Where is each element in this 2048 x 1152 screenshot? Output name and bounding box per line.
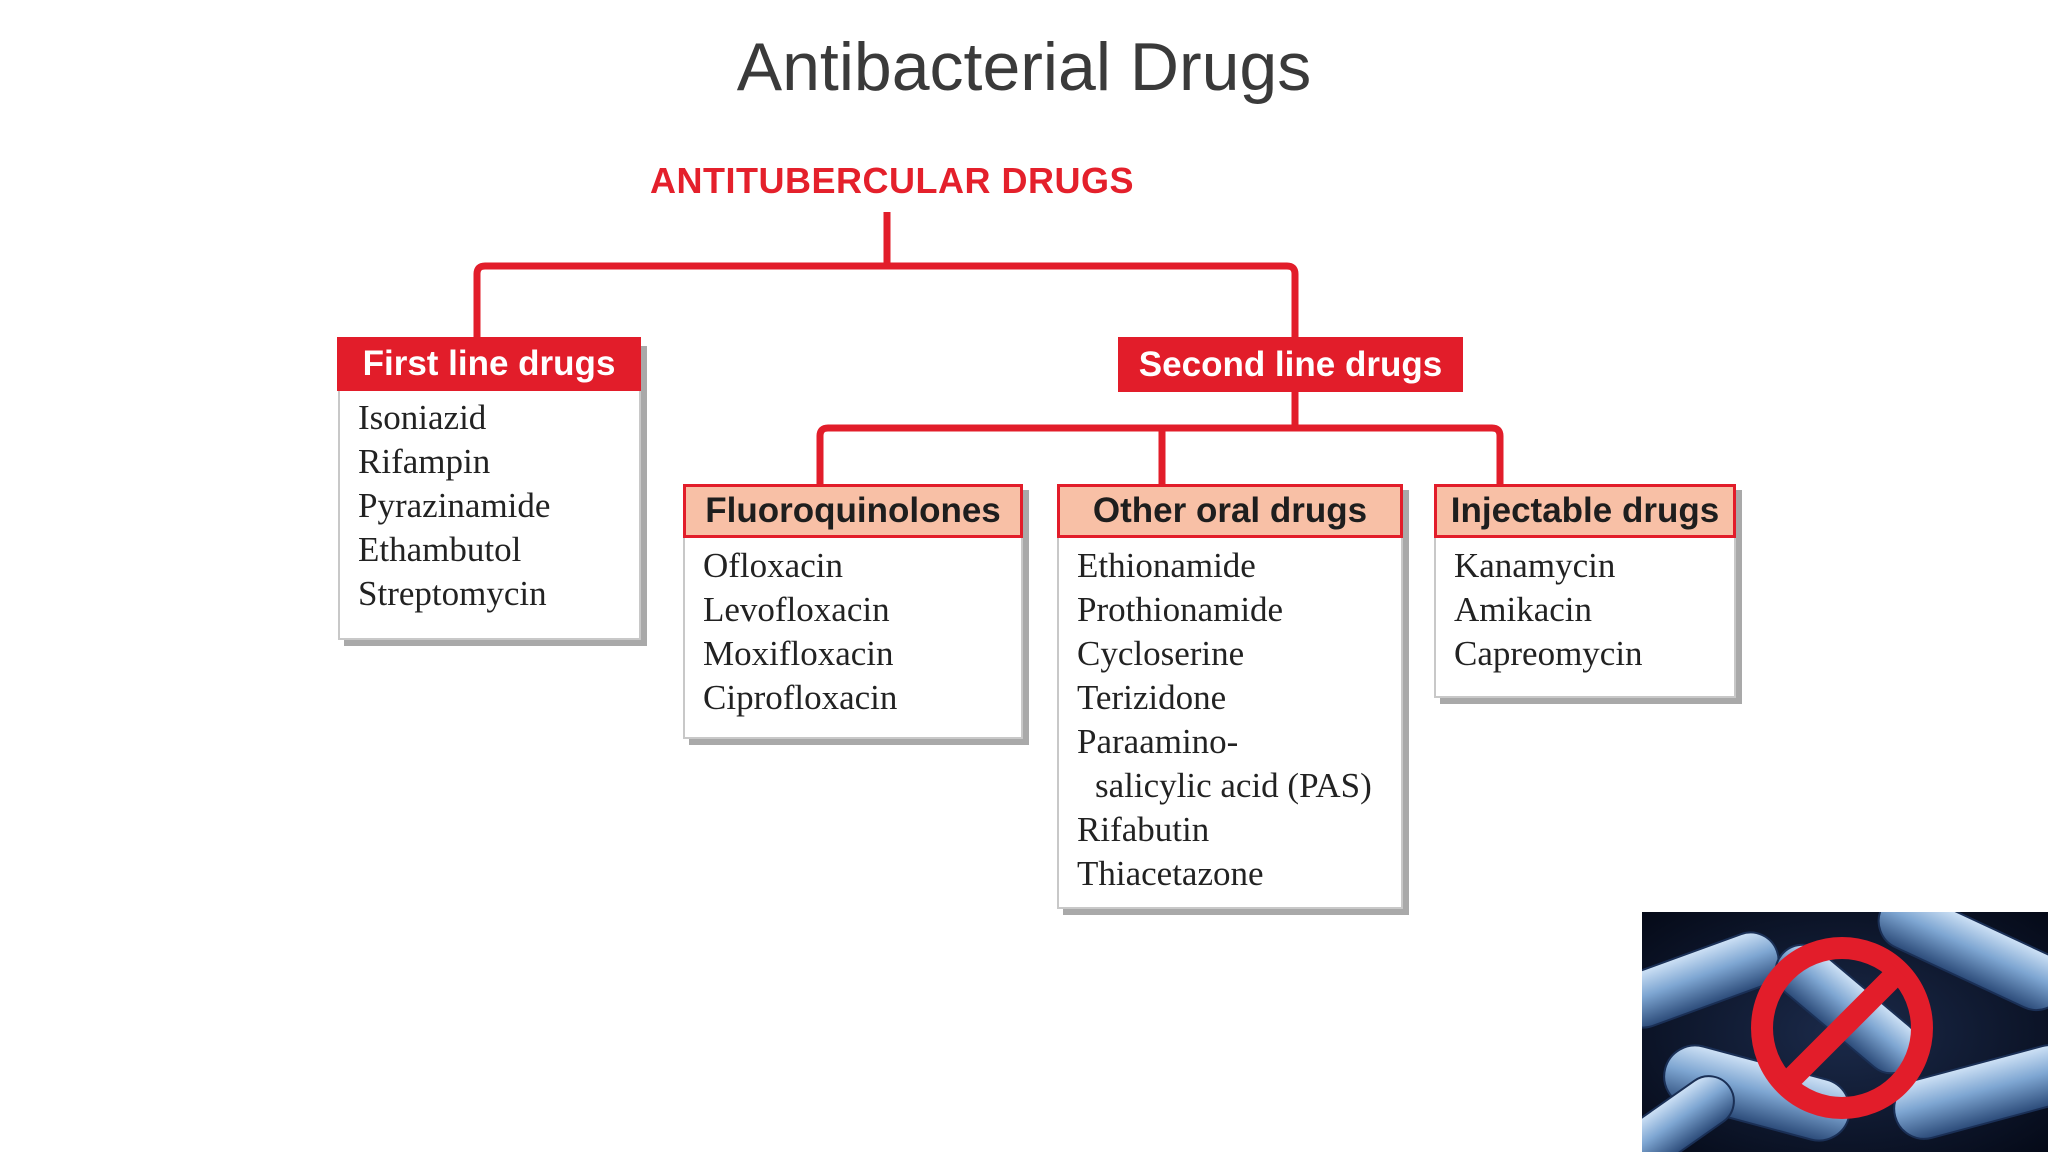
list-item: Rifabutin [1077,810,1210,849]
list-item: Ethambutol [358,530,522,569]
list-item: Moxifloxacin [703,634,894,673]
other-oral-drugs-list: Ethionamide Prothionamide Cycloserine Te… [1059,544,1401,896]
fluoroquinolones-list: Ofloxacin Levofloxacin Moxifloxacin Cipr… [685,544,1021,720]
list-item: Levofloxacin [703,590,890,629]
list-item: Prothionamide [1077,590,1284,629]
fluoroquinolones-header: Fluoroquinolones [683,484,1023,538]
list-item: Thiacetazone [1077,854,1264,893]
injectable-drugs-list: Kanamycin Amikacin Capreomycin [1436,544,1734,676]
list-item: Capreomycin [1454,634,1643,673]
list-item: salicylic acid (PAS) [1095,766,1372,805]
other-oral-drugs-header: Other oral drugs [1057,484,1403,538]
list-item: Amikacin [1454,590,1593,629]
injectable-drugs-header: Injectable drugs [1434,484,1736,538]
list-item: Streptomycin [358,574,547,613]
root-node-label: ANTITUBERCULAR DRUGS [650,160,1134,201]
fluoroquinolones-box: Fluoroquinolones Ofloxacin Levofloxacin … [683,484,1023,739]
other-oral-drugs-box: Other oral drugs Ethionamide Prothionami… [1057,484,1403,909]
injectable-drugs-box: Injectable drugs Kanamycin Amikacin Capr… [1434,484,1736,698]
no-bacteria-icon [1642,912,2048,1152]
list-item: Isoniazid [358,398,487,437]
first-line-list: Isoniazid Rifampin Pyrazinamide Ethambut… [340,396,639,616]
second-line-header: Second line drugs [1118,337,1463,392]
list-item: Paraamino- [1077,722,1239,761]
list-item: Ethionamide [1077,546,1256,585]
list-item: Cycloserine [1077,634,1245,673]
list-item: Terizidone [1077,678,1227,717]
list-item: Ciprofloxacin [703,678,898,717]
list-item: Ofloxacin [703,546,843,585]
first-line-header: First line drugs [337,337,641,391]
top-branch-line [473,262,1299,340]
slide-title: Antibacterial Drugs [736,29,1312,105]
list-item: Kanamycin [1454,546,1616,585]
list-item: Rifampin [358,442,491,481]
list-item: Pyrazinamide [358,486,551,525]
